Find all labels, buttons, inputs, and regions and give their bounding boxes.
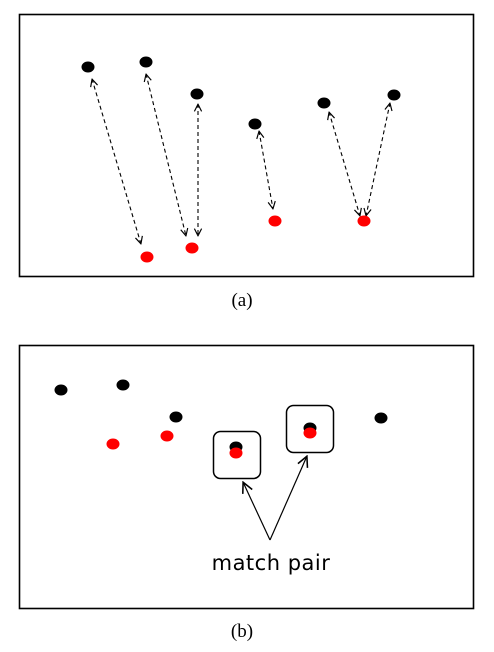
- match-pair-arrow: [269, 456, 307, 541]
- panel-a-red-points: [140, 215, 371, 263]
- red-point: [106, 438, 120, 450]
- black-point: [248, 118, 262, 130]
- black-point: [169, 411, 183, 423]
- match-box: [212, 430, 262, 480]
- match-pair-arrows: [243, 456, 307, 541]
- black-point: [317, 97, 331, 109]
- match-pair-label: match pair: [212, 551, 331, 575]
- panel-a-black-points: [81, 56, 401, 130]
- panel-a-frame: [18, 13, 475, 278]
- red-point: [268, 215, 282, 227]
- correspondence-arrow: [259, 131, 273, 209]
- panel-b: match pair (b): [18, 344, 475, 642]
- panel-a-caption: (a): [231, 290, 252, 311]
- red-point: [303, 427, 317, 439]
- panel-b-caption: (b): [231, 621, 253, 642]
- panel-b-red-points: [106, 427, 317, 459]
- black-point: [387, 89, 401, 101]
- panel-a-correspondence-arrows: [92, 74, 390, 244]
- black-point: [54, 384, 68, 396]
- black-point: [374, 412, 388, 424]
- black-point: [81, 61, 95, 73]
- match-pair-arrow: [243, 482, 271, 541]
- black-point: [116, 379, 130, 391]
- panel-b-frame: [18, 344, 475, 610]
- match-box: [285, 404, 335, 454]
- red-point: [185, 242, 199, 254]
- black-point: [190, 88, 204, 100]
- red-point: [160, 430, 174, 442]
- black-point: [139, 56, 153, 68]
- correspondence-arrow: [92, 79, 141, 244]
- red-point: [140, 251, 154, 263]
- correspondence-arrow: [366, 103, 390, 216]
- red-point: [229, 447, 243, 459]
- red-point: [357, 215, 371, 227]
- panel-a: (a): [18, 13, 475, 311]
